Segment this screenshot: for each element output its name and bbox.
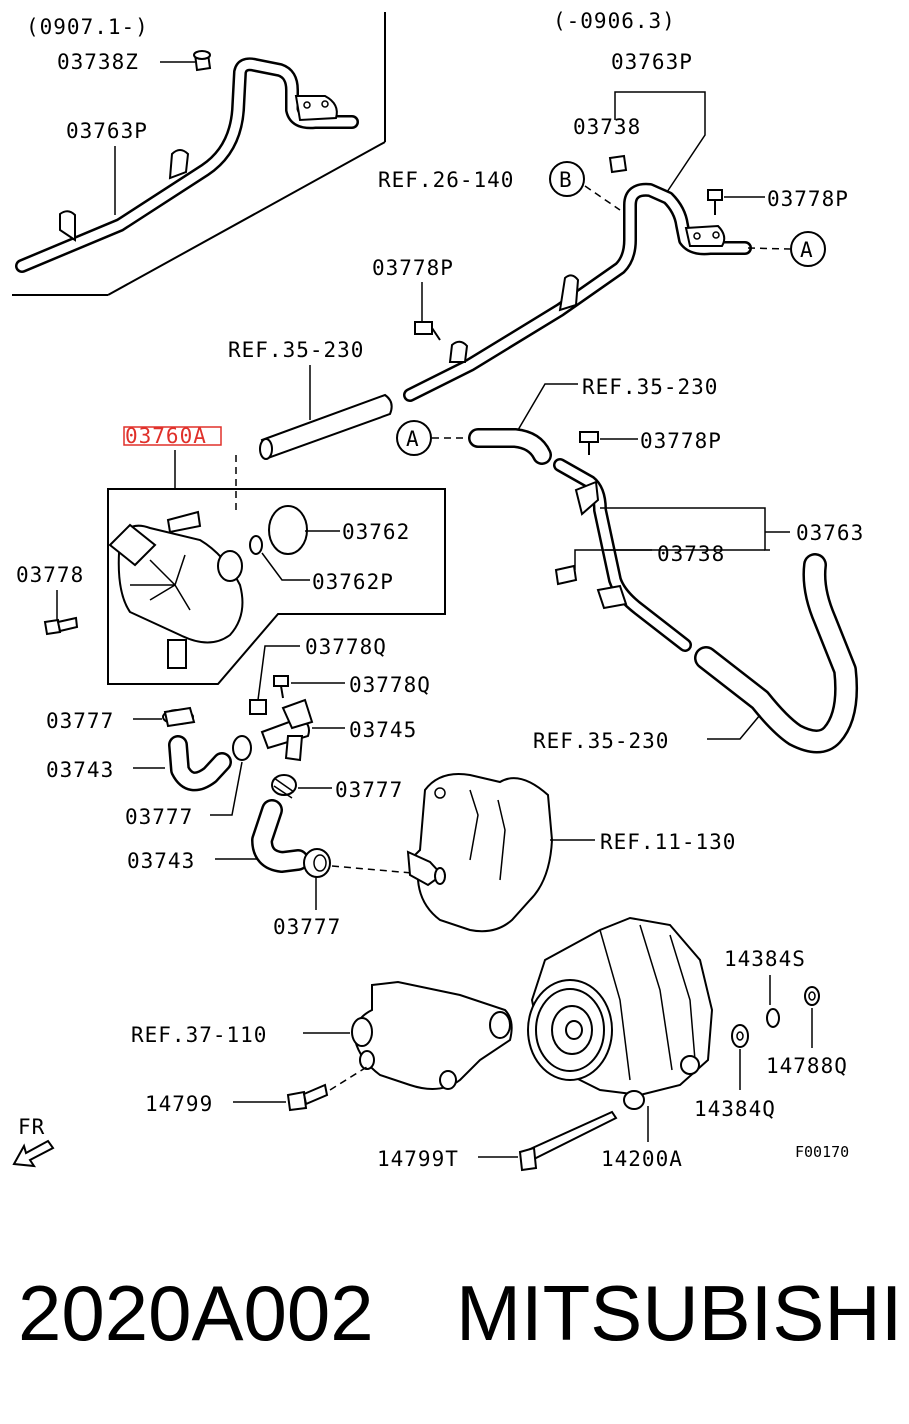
label-fr: FR (18, 1115, 45, 1139)
hose-03743-1 (168, 735, 232, 792)
label-03763p-left: 03763P (66, 119, 148, 143)
bolt-03778p-mid (414, 321, 441, 341)
o-ring-03762 (268, 505, 308, 555)
bolt-03778p-top (707, 189, 723, 215)
pipe-03763 (553, 458, 692, 652)
label-03777-2: 03777 (125, 805, 193, 829)
front-arrow-icon (12, 1139, 55, 1168)
highlight-03760a (123, 426, 222, 446)
label-14384s: 14384S (724, 947, 806, 971)
pipe-03763p-right (403, 182, 752, 402)
label-03778p-mid: 03778P (372, 256, 454, 280)
hose-03743-2 (251, 799, 309, 873)
label-03762p: 03762P (312, 570, 394, 594)
label-03778p-right: 03778P (640, 429, 722, 453)
label-03777-4: 03777 (273, 915, 341, 939)
hose-ref-35-230-top (259, 393, 393, 460)
label-14799: 14799 (145, 1092, 213, 1116)
label-03777-1: 03777 (46, 709, 114, 733)
label-03745: 03745 (349, 718, 417, 742)
vacuum-pump-03760a (108, 510, 244, 669)
caption-brand: MITSUBISHI (456, 1269, 902, 1357)
washer-14384s (766, 1008, 780, 1028)
o-ring-03762p (249, 535, 263, 555)
fitting-03745 (260, 698, 314, 762)
date-range-right: (-0906.3) (553, 9, 676, 33)
hose-ref-35-230-right (468, 428, 552, 465)
label-03743-2: 03743 (127, 849, 195, 873)
label-03738-top: 03738 (573, 115, 641, 139)
callout-a-left: A (396, 420, 432, 456)
nut-14788q (804, 986, 820, 1006)
label-03777-3: 03777 (335, 778, 403, 802)
washer-14384q (731, 1024, 749, 1048)
label-03738z: 03738Z (57, 50, 139, 74)
label-ref-35-230-bottom: REF.35-230 (533, 729, 669, 753)
bolt-03778q-1 (249, 699, 267, 715)
label-03763p-right: 03763P (611, 50, 693, 74)
label-03738-mid: 03738 (657, 542, 725, 566)
label-03743-1: 03743 (46, 758, 114, 782)
clamp-03777-2 (232, 735, 252, 761)
inset-frame (12, 12, 386, 296)
label-14788q: 14788Q (766, 1054, 848, 1078)
plug-03738-top (608, 154, 628, 174)
label-14384q: 14384Q (694, 1097, 776, 1121)
bolt-03778p-right (579, 431, 599, 455)
label-03778q-1: 03778Q (305, 635, 387, 659)
bolt-03778 (43, 616, 79, 636)
clamp-03777-3 (271, 774, 297, 799)
drawing-code: F00170 (795, 1143, 849, 1161)
plug-03738-mid (554, 564, 578, 586)
label-03778p-top: 03778P (767, 187, 849, 211)
label-ref-35-230-top: REF.35-230 (228, 338, 364, 362)
callout-a-left-letter: A (406, 427, 420, 451)
pipe-03763p-left (15, 57, 359, 273)
callout-a-right: A (790, 231, 826, 267)
label-03762: 03762 (342, 520, 410, 544)
vacuum-pump-frame (107, 488, 446, 685)
label-ref-35-230-right: REF.35-230 (582, 375, 718, 399)
callout-a-right-letter: A (800, 238, 814, 262)
hose-ref-35-230-bottom (694, 553, 859, 754)
bracket-ref-37-110 (351, 980, 513, 1090)
bolt-14799 (286, 1083, 329, 1112)
bolt-03778q-2 (273, 675, 289, 699)
label-ref-37-110: REF.37-110 (131, 1023, 267, 1047)
clamp-03777-4 (303, 848, 331, 878)
label-03778q-2: 03778Q (349, 673, 431, 697)
label-03763: 03763 (796, 521, 864, 545)
plug-03738z (193, 50, 212, 72)
label-ref-26-140: REF.26-140 (378, 168, 514, 192)
engine-block-ref-11-130 (406, 773, 554, 933)
alternator-14200a (527, 916, 714, 1110)
callout-b-letter: B (559, 168, 573, 192)
label-14799t: 14799T (377, 1147, 459, 1171)
label-ref-11-130: REF.11-130 (600, 830, 736, 854)
date-range-left: (0907.1-) (26, 15, 149, 39)
caption-part-number: 2020A002 (18, 1269, 374, 1357)
clamp-03777-1 (162, 706, 196, 728)
label-03760a: 03760A (125, 424, 207, 448)
bolt-14799t (518, 1110, 618, 1172)
label-03778: 03778 (16, 563, 84, 587)
label-14200a: 14200A (601, 1147, 683, 1171)
callout-b: B (549, 161, 585, 197)
